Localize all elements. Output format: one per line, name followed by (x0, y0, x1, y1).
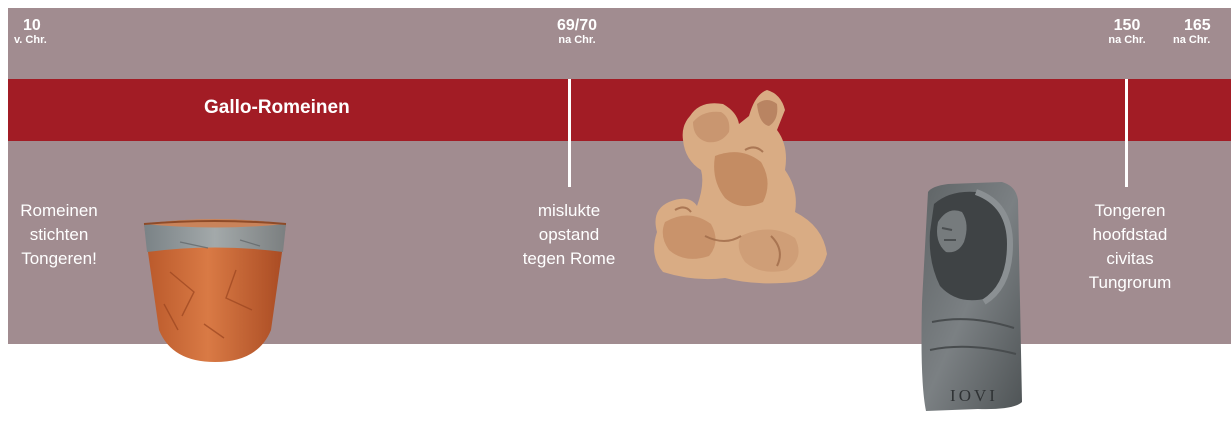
date-year: 10 (14, 18, 47, 34)
date-marker-69-70: 69/70 na Chr. (545, 18, 609, 46)
date-year: 150 (1101, 18, 1153, 34)
event-line: Tongeren (1070, 199, 1190, 223)
date-year: 69/70 (545, 18, 609, 34)
event-line: stichten (0, 223, 118, 247)
period-band (8, 79, 1231, 141)
date-year: 165 (1173, 18, 1231, 34)
date-marker-10: 10 v. Chr. (14, 18, 47, 46)
event-line: opstand (506, 223, 632, 247)
date-era: na Chr. (545, 35, 609, 46)
stone-relief-image: IOVI (918, 182, 1024, 411)
event-line: mislukte (506, 199, 632, 223)
date-marker-150: 150 na Chr. (1101, 18, 1153, 46)
pottery-vessel-image (140, 212, 290, 364)
period-label: Gallo-Romeinen (204, 97, 350, 119)
terracotta-sculpture-image (645, 86, 835, 286)
event-text-founding: Romeinen stichten Tongeren! (0, 199, 118, 271)
event-line: Tungrorum (1070, 271, 1190, 295)
event-text-revolt: mislukte opstand tegen Rome (506, 199, 632, 271)
stele-inscription: IOVI (950, 386, 998, 405)
event-line: Romeinen (0, 199, 118, 223)
date-marker-165: 165 na Chr. (1173, 18, 1231, 46)
event-tick-150 (1125, 79, 1128, 187)
date-era: na Chr. (1173, 35, 1231, 46)
event-line: civitas (1070, 247, 1190, 271)
event-text-capital: Tongeren hoofdstad civitas Tungrorum (1070, 199, 1190, 295)
event-line: tegen Rome (506, 247, 632, 271)
event-line: Tongeren! (0, 247, 118, 271)
date-era: na Chr. (1101, 35, 1153, 46)
event-line: hoofdstad (1070, 223, 1190, 247)
date-era: v. Chr. (14, 35, 47, 46)
event-tick-69-70 (568, 79, 571, 187)
